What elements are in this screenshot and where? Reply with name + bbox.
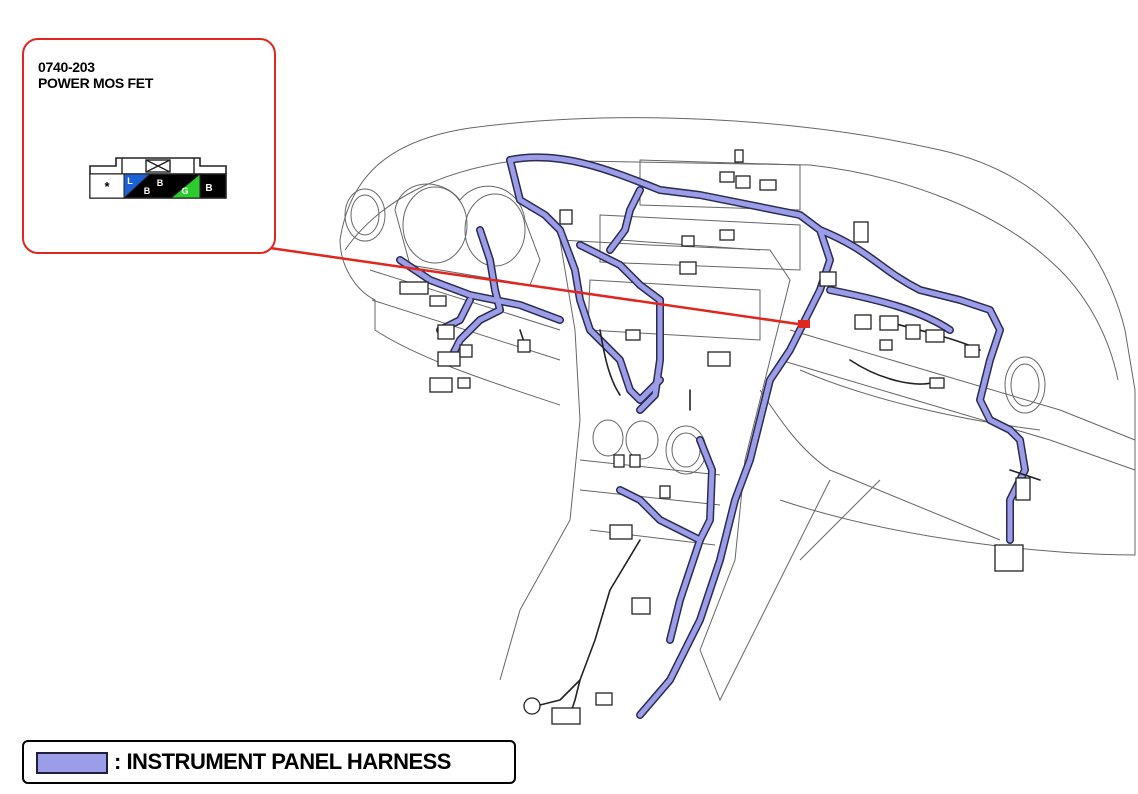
connector-pin-4-label: B [157,178,164,188]
legend-swatch [36,752,108,774]
connector-pin-3-label: B [144,186,151,196]
legend: : INSTRUMENT PANEL HARNESS [22,740,516,784]
connector-pin-5-fill [169,172,201,199]
instrument-panel-harness [396,153,1041,719]
connector-pin-1-fill [89,173,125,199]
connector-pin-2-fill [123,173,152,200]
connector-pin-6-label: B [205,183,212,194]
legend-label: : INSTRUMENT PANEL HARNESS [114,749,451,774]
connector-pin-1-label: * [104,179,110,194]
part-code: 0740-203 [38,59,95,75]
part-name: POWER MOS FET [38,75,154,91]
harness-connectors [399,149,1031,725]
callout-leader-line [269,246,810,328]
connector-pin-5-label: G [181,186,188,196]
connector-pin-2-label: L [127,176,133,186]
